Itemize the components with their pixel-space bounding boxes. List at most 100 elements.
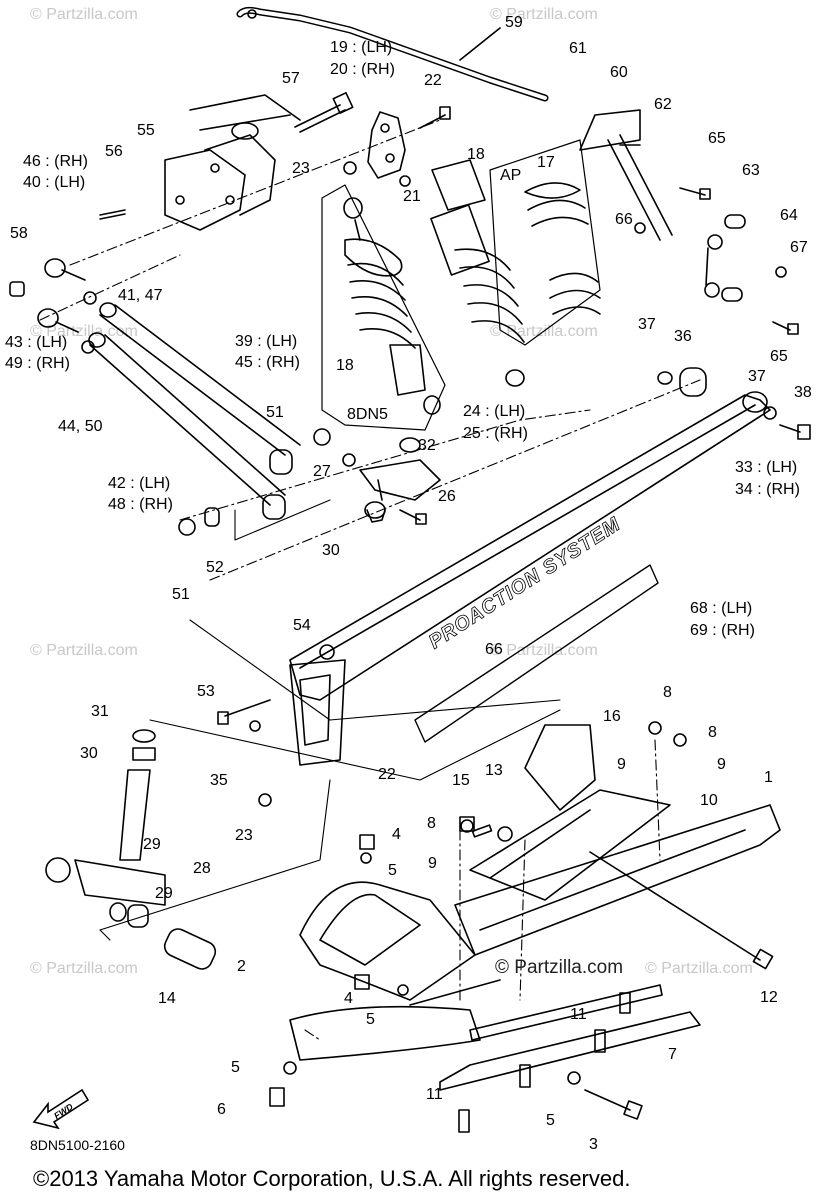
callout-9c: 9 bbox=[428, 855, 437, 872]
callout-32: 32 bbox=[418, 437, 436, 454]
callout-29a: 29 bbox=[143, 836, 161, 853]
spindle-assembly bbox=[45, 644, 346, 970]
callout-37: 37 bbox=[638, 316, 656, 333]
watermark: © Partzilla.com bbox=[30, 642, 138, 659]
callout-8c: 8 bbox=[427, 815, 436, 832]
callout-43: 43 : (LH) bbox=[5, 334, 68, 351]
callout-45: 45 : (RH) bbox=[235, 354, 300, 371]
forward-arrow-icon: FWD bbox=[30, 1080, 90, 1135]
fasteners bbox=[99, 91, 811, 525]
callout-33: 33 : (LH) bbox=[735, 459, 798, 476]
callout-5d: 5 bbox=[546, 1112, 555, 1129]
callout-34: 34 : (RH) bbox=[735, 481, 800, 498]
callout-27: 27 bbox=[313, 463, 331, 480]
copyright: ©2013 Yamaha Motor Corporation, U.S.A. A… bbox=[33, 1166, 631, 1191]
callout-39: 39 : (LH) bbox=[235, 333, 298, 350]
callout-30: 30 bbox=[322, 542, 340, 559]
watermark: © Partzilla.com bbox=[490, 642, 598, 659]
callout-36: 36 bbox=[674, 328, 692, 345]
bolts-3-12 bbox=[269, 816, 774, 1120]
shock-absorber-8dn5 bbox=[321, 184, 446, 431]
callout-6: 6 bbox=[217, 1101, 226, 1118]
callout-26: 26 bbox=[438, 488, 456, 505]
callout-60: 60 bbox=[610, 64, 628, 81]
callout-55: 55 bbox=[137, 122, 155, 139]
ski-handle-2 bbox=[289, 881, 501, 1061]
callout-8b: 8 bbox=[708, 724, 717, 741]
callout-65b: 65 bbox=[770, 348, 788, 365]
diagram-code: 8DN5100-2160 bbox=[30, 1137, 125, 1153]
callout-23b: 23 bbox=[235, 827, 253, 844]
callout-48: 48 : (RH) bbox=[108, 496, 173, 513]
callout-21: 21 bbox=[403, 188, 421, 205]
callout-5c: 5 bbox=[231, 1059, 240, 1076]
callout-66b: 66 bbox=[485, 641, 503, 658]
callout-23: 23 bbox=[292, 160, 310, 177]
callout-11a: 11 bbox=[570, 1006, 587, 1023]
callout-14: 14 bbox=[158, 990, 176, 1007]
callout-22: 22 bbox=[424, 72, 442, 89]
callout-1: 1 bbox=[764, 769, 773, 786]
callout-37b: 37 bbox=[748, 368, 766, 385]
watermark: © Partzilla.com bbox=[645, 960, 753, 977]
callout-8dn5: 8DN5 bbox=[347, 406, 388, 423]
shock-absorber-ap bbox=[430, 159, 525, 387]
callout-63: 63 bbox=[742, 162, 760, 179]
shock-bracket-19-20 bbox=[343, 111, 411, 187]
callout-53: 53 bbox=[197, 683, 215, 700]
callout-4b: 4 bbox=[344, 990, 353, 1007]
callout-13: 13 bbox=[485, 762, 503, 779]
callout-9b: 9 bbox=[717, 756, 726, 773]
callout-10: 10 bbox=[700, 792, 718, 809]
callout-19: 19 : (LH) bbox=[330, 39, 393, 56]
callout-31: 31 bbox=[91, 703, 109, 720]
callout-4a: 4 bbox=[392, 826, 401, 843]
callout-59: 59 bbox=[505, 14, 523, 31]
watermark-center: © Partzilla.com bbox=[495, 957, 624, 978]
callout-18b: 18 bbox=[336, 357, 354, 374]
callout-18: 18 bbox=[467, 146, 485, 163]
spring-17-box bbox=[489, 139, 601, 346]
callout-61: 61 bbox=[569, 40, 587, 57]
watermark: © Partzilla.com bbox=[490, 6, 598, 23]
callout-15: 15 bbox=[452, 772, 470, 789]
callout-54: 54 bbox=[293, 617, 311, 634]
callout-64: 64 bbox=[780, 207, 798, 224]
watermark: © Partzilla.com bbox=[30, 323, 138, 340]
callout-ap: AP bbox=[500, 167, 522, 184]
callout-11b: 11 bbox=[426, 1086, 443, 1103]
callout-52: 52 bbox=[206, 559, 224, 576]
callout-44-50: 44, 50 bbox=[58, 418, 103, 435]
callout-69: 69 : (RH) bbox=[690, 622, 755, 639]
callout-41-47: 41, 47 bbox=[118, 287, 163, 304]
callout-62: 62 bbox=[654, 96, 672, 113]
callout-3: 3 bbox=[589, 1136, 598, 1153]
callout-66: 66 bbox=[615, 211, 633, 228]
suspension-arms bbox=[9, 258, 301, 520]
watermark: © Partzilla.com bbox=[30, 960, 138, 977]
decal-68-69 bbox=[414, 564, 659, 743]
callout-56: 56 bbox=[105, 143, 123, 160]
callout-51: 51 bbox=[266, 404, 284, 421]
frame-bracket bbox=[164, 94, 301, 231]
main-arm-33-34 bbox=[289, 367, 777, 701]
callout-38: 38 bbox=[794, 384, 812, 401]
callout-42: 42 : (LH) bbox=[108, 475, 171, 492]
watermark: © Partzilla.com bbox=[30, 6, 138, 23]
callout-67: 67 bbox=[790, 239, 808, 256]
callout-40: 40 : (LH) bbox=[23, 174, 86, 191]
saddle-16-plate-10 bbox=[460, 721, 687, 901]
callout-7: 7 bbox=[668, 1046, 677, 1063]
callout-5a: 5 bbox=[388, 862, 397, 879]
bushings bbox=[178, 428, 386, 536]
callout-57: 57 bbox=[282, 70, 300, 87]
callout-49: 49 : (RH) bbox=[5, 355, 70, 372]
callout-28: 28 bbox=[193, 860, 211, 877]
callout-17: 17 bbox=[537, 154, 555, 171]
callout-29b: 29 bbox=[155, 885, 173, 902]
callout-2: 2 bbox=[237, 958, 246, 975]
callout-24: 24 : (LH) bbox=[463, 403, 526, 420]
callout-20: 20 : (RH) bbox=[330, 61, 395, 78]
callout-9a: 9 bbox=[617, 756, 626, 773]
